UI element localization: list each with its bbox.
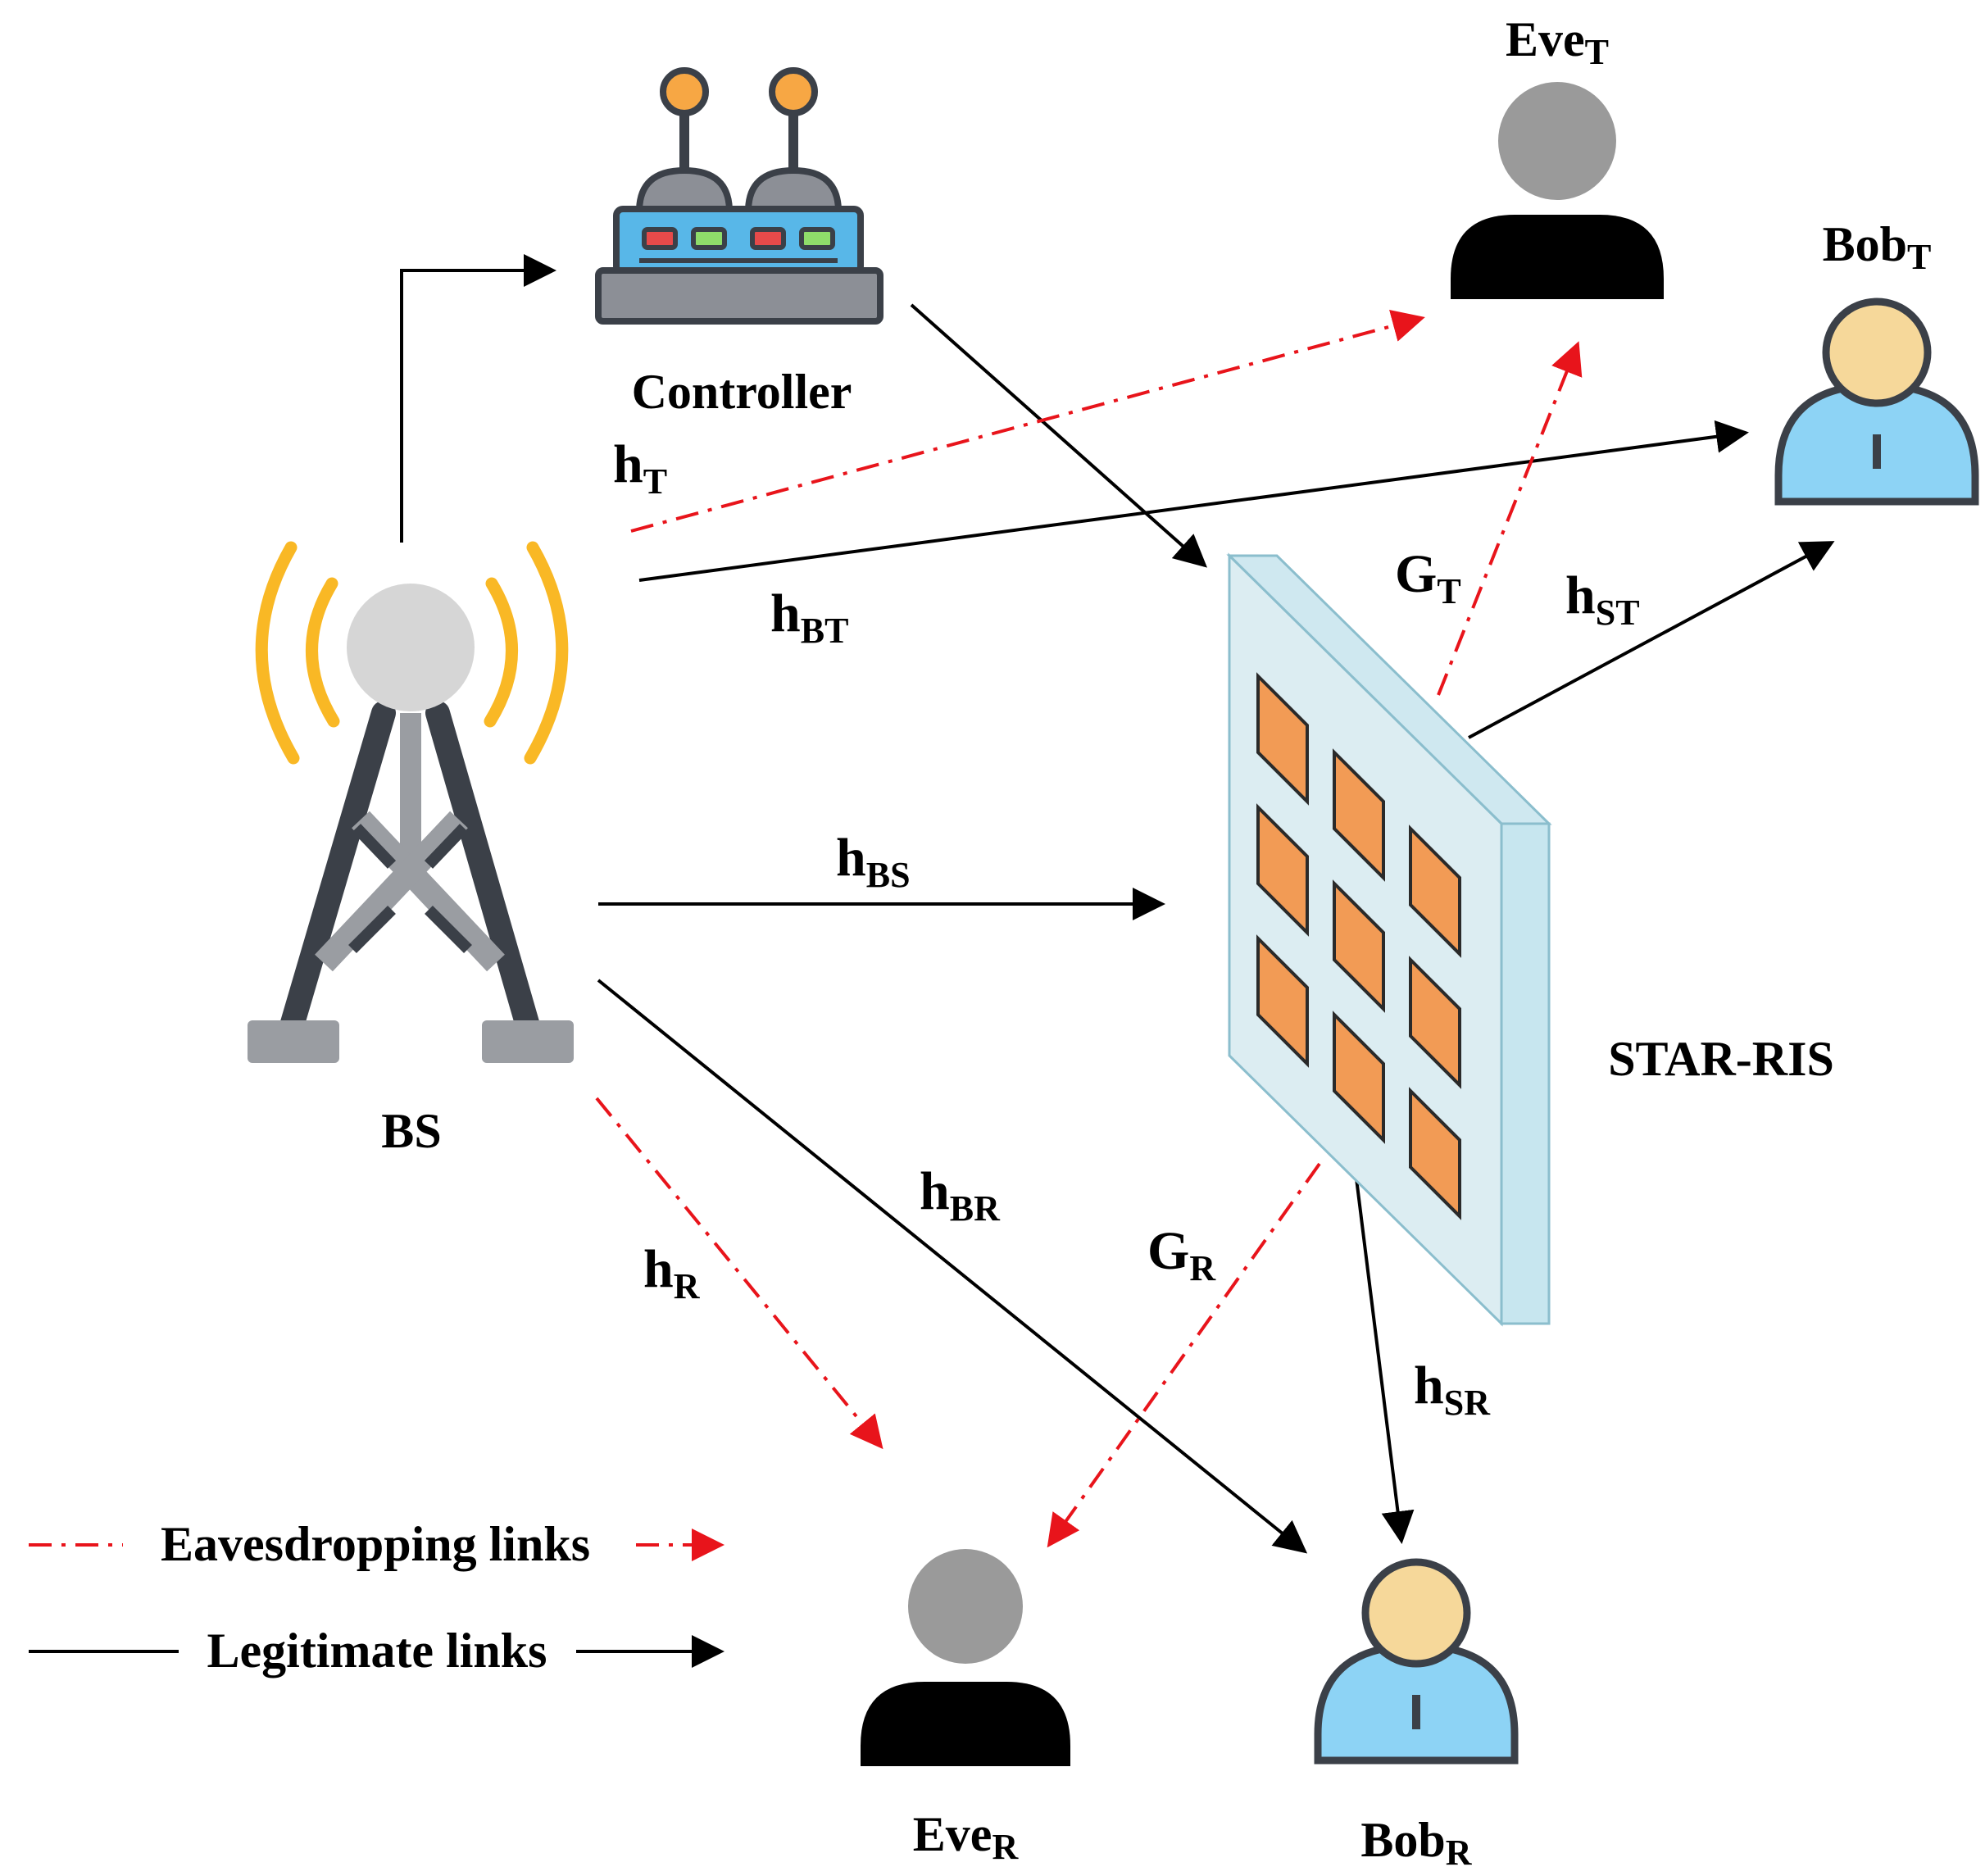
h-br-base: h (920, 1161, 950, 1221)
h-st-sub: ST (1596, 593, 1640, 633)
h-t-sub: T (643, 461, 667, 502)
h-bt-base: h (770, 584, 801, 643)
bob-r-sub: R (1446, 1833, 1473, 1873)
link-controller-to-ris (910, 303, 1207, 568)
g-r-sub: R (1189, 1248, 1216, 1288)
channel-label-h-bs: hBS (836, 828, 911, 895)
channel-label-g-r: GR (1147, 1221, 1216, 1288)
eve-t-base: Eve (1506, 12, 1585, 66)
link-h-sr (1355, 1178, 1415, 1544)
eve-t-label: EveT (1506, 12, 1609, 72)
link-h-t (630, 310, 1425, 533)
eavesdropper-icon (1451, 82, 1664, 299)
channel-label-h-t: hT (613, 434, 667, 502)
bob-r-base: Bob (1360, 1813, 1445, 1867)
legend: Eavesdropping links Legitimate links (29, 1512, 725, 1678)
link-h-br (597, 979, 1308, 1554)
user-icon (1774, 298, 1979, 506)
eavesdropping-links (595, 310, 1583, 1548)
link-bs-to-controller (400, 254, 556, 543)
g-t-sub: T (1437, 571, 1460, 611)
g-t-base: G (1395, 544, 1437, 604)
bob-r-label: BobR (1360, 1813, 1472, 1873)
eve-r-base: Eve (913, 1807, 993, 1861)
star-ris-icon (1226, 552, 1552, 1327)
h-bs-base: h (836, 828, 866, 888)
controller-label: Controller (632, 365, 852, 419)
channel-label-h-bt: hBT (770, 584, 848, 651)
antenna-tower-icon (248, 541, 574, 1063)
link-h-r (595, 1097, 883, 1450)
bs-label: BS (381, 1104, 441, 1158)
link-g-t (1437, 341, 1583, 696)
bob-t-label: BobT (1823, 217, 1932, 277)
h-sr-base: h (1414, 1356, 1444, 1415)
channel-label-h-br: hBR (920, 1161, 1001, 1229)
h-bt-sub: BT (801, 611, 849, 651)
star-ris-label: STAR-RIS (1608, 1032, 1834, 1086)
link-g-r (1047, 1162, 1321, 1548)
controller-icon (595, 67, 883, 325)
h-br-sub: BR (950, 1188, 1001, 1229)
eavesdropper-icon (861, 1549, 1070, 1766)
channel-label-h-r: hR (643, 1239, 701, 1306)
h-st-base: h (1565, 566, 1596, 625)
channel-label-g-t: GT (1395, 544, 1461, 611)
link-h-bt (638, 420, 1749, 582)
h-t-base: h (613, 434, 643, 494)
eve-t-sub: T (1585, 32, 1609, 72)
channel-label-h-st: hST (1565, 566, 1640, 633)
h-bs-sub: BS (866, 855, 911, 895)
bob-t-sub: T (1907, 237, 1931, 277)
eve-r-sub: R (992, 1827, 1019, 1867)
legend-legitimate-label: Legitimate links (207, 1624, 547, 1678)
user-icon (1314, 1558, 1519, 1765)
bob-t-base: Bob (1823, 217, 1907, 271)
legitimate-links (400, 254, 1835, 1554)
link-h-st (1468, 541, 1835, 739)
h-sr-sub: SR (1444, 1383, 1491, 1423)
legend-eavesdropping-label: Eavesdropping links (161, 1517, 590, 1571)
channel-label-h-sr: hSR (1414, 1356, 1491, 1423)
h-r-base: h (643, 1239, 674, 1299)
eve-r-label: EveR (913, 1807, 1020, 1867)
g-r-base: G (1147, 1221, 1189, 1281)
h-r-sub: R (674, 1266, 701, 1306)
